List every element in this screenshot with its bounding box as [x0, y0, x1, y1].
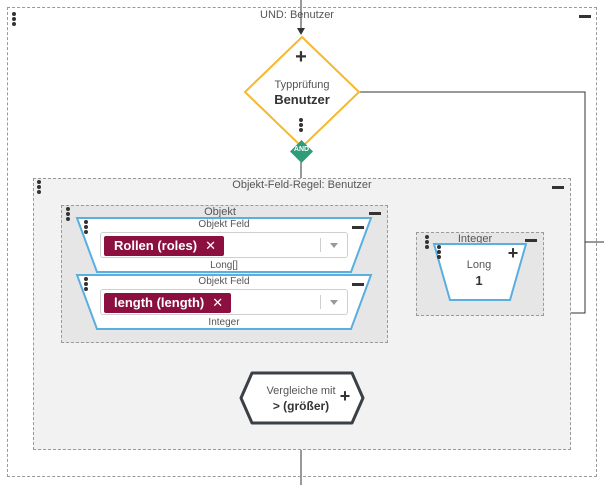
integer-value-node[interactable] [432, 243, 528, 301]
arrow-into-diamond [297, 28, 305, 35]
und-group [7, 7, 597, 477]
vertical-dots-icon[interactable] [425, 235, 429, 249]
typecheck-label: Typprüfung [274, 79, 330, 91]
collapse-icon[interactable] [525, 239, 537, 242]
collapse-icon[interactable] [352, 226, 364, 229]
chip-roles[interactable]: Rollen (roles)✕ [104, 236, 224, 256]
object-group-title: Objekt [204, 206, 236, 218]
chevron-down-icon[interactable] [330, 243, 338, 248]
vertical-dots-icon[interactable] [299, 118, 303, 132]
close-icon[interactable]: ✕ [212, 295, 224, 310]
vertical-dots-icon[interactable] [66, 207, 70, 221]
vertical-dots-icon[interactable] [12, 12, 16, 26]
compare-value: > (größer) [272, 399, 330, 413]
plus-icon[interactable]: + [339, 386, 351, 406]
vertical-dots-icon[interactable] [84, 220, 88, 234]
close-icon[interactable]: ✕ [205, 238, 216, 253]
plus-icon[interactable]: + [295, 46, 307, 68]
and-badge [290, 140, 313, 163]
rule-group-title: Objekt-Feld-Regel: Benutzer [232, 179, 372, 191]
integer-group-title: Integer [457, 233, 493, 245]
collapse-icon[interactable] [579, 15, 591, 18]
plus-icon[interactable]: + [507, 243, 519, 263]
object-field-2-label: Objekt Feld [198, 276, 250, 287]
object-field-1-select[interactable]: Rollen (roles)✕ [100, 232, 348, 258]
integer-type: Long [466, 259, 492, 271]
chip-length[interactable]: length (length)✕ [104, 293, 232, 313]
compare-node[interactable] [238, 371, 366, 425]
compare-label: Vergleiche mit [266, 385, 336, 397]
object-field-1-type: Long[] [210, 260, 238, 271]
object-field-2-type: Integer [208, 317, 240, 328]
collapse-icon[interactable] [552, 186, 564, 189]
chevron-down-icon[interactable] [330, 300, 338, 305]
collapse-icon[interactable] [352, 283, 364, 286]
object-field-1-label: Objekt Feld [198, 219, 250, 230]
typecheck-value: Benutzer [274, 92, 330, 107]
vertical-dots-icon[interactable] [37, 180, 41, 194]
integer-value: 1 [475, 273, 483, 288]
vertical-dots-icon[interactable] [437, 245, 441, 259]
and-badge-label: AND [293, 146, 310, 153]
vertical-dots-icon[interactable] [84, 277, 88, 291]
collapse-icon[interactable] [369, 212, 381, 215]
und-group-title: UND: Benutzer [260, 9, 334, 21]
object-field-2-select[interactable]: length (length)✕ [100, 289, 348, 315]
